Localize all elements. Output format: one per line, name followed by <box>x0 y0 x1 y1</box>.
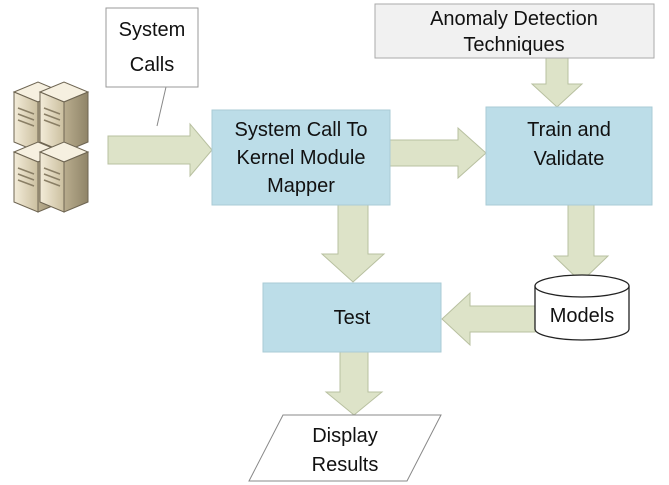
system-calls-callout: System Calls <box>105 7 199 127</box>
arrow-mapper-to-train <box>389 126 487 180</box>
test-label: Test <box>334 307 371 329</box>
models-database: Models <box>534 274 630 341</box>
display-line2: Results <box>312 454 379 476</box>
anomaly-detection-box: Anomaly Detection Techniques <box>374 3 655 59</box>
anomaly-line1: Anomaly Detection <box>430 8 598 30</box>
arrow-train-to-models <box>552 204 610 283</box>
mapper-line3: Mapper <box>267 175 335 197</box>
arrow-anomaly-to-train <box>530 57 584 108</box>
mapper-line2: Kernel Module <box>237 147 366 169</box>
arrow-test-to-display <box>324 351 384 416</box>
train-line2: Validate <box>534 148 605 170</box>
system-calls-line1: System <box>119 19 186 41</box>
system-calls-line2: Calls <box>130 54 174 76</box>
arrow-models-to-test <box>441 291 536 347</box>
server-icon <box>12 81 90 213</box>
mapper-box: System Call To Kernel Module Mapper <box>211 109 391 206</box>
arrow-server-to-mapper <box>107 122 213 178</box>
train-validate-box: Train and Validate <box>485 106 653 206</box>
test-box: Test <box>262 282 442 353</box>
display-results-box: Display Results <box>248 414 442 482</box>
arrow-mapper-to-test <box>320 204 386 283</box>
display-line1: Display <box>312 425 378 447</box>
models-label: Models <box>550 305 614 327</box>
anomaly-line2: Techniques <box>463 34 564 56</box>
train-line1: Train and <box>527 119 611 141</box>
mapper-line1: System Call To <box>234 119 367 141</box>
